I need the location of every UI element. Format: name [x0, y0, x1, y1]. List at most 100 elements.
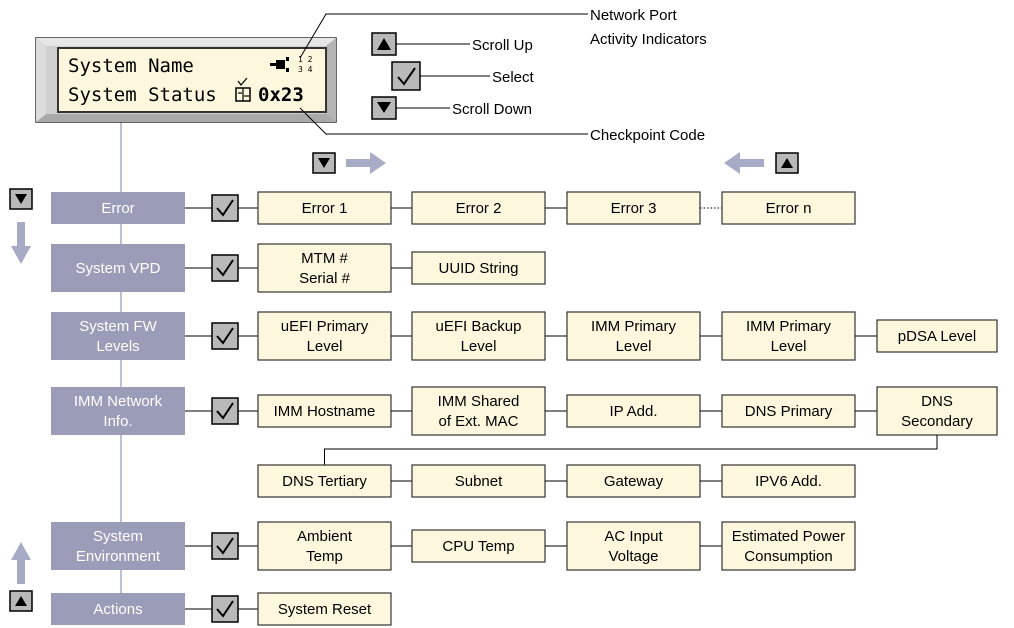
menu-item-label: Serial #	[299, 270, 351, 287]
menu-item-box[interactable]	[876, 319, 998, 353]
menu-item-label: IMM Primary	[591, 318, 676, 335]
menu-item-box[interactable]	[566, 464, 701, 498]
scroll-down-button[interactable]	[371, 96, 397, 120]
port-numbers-bottom: 3 4	[298, 65, 313, 74]
wrap-connector	[324, 435, 938, 465]
network-port-label-1: Network Port	[590, 7, 678, 24]
menu-item-label: Error n	[766, 200, 812, 217]
up-arrow-icon	[11, 542, 31, 584]
select-label: Select	[492, 69, 535, 86]
network-port-leader	[299, 13, 588, 59]
nav-down-button-left	[9, 188, 33, 210]
up-triangle-icon	[15, 596, 27, 606]
menu-item-label: uEFI Primary	[281, 318, 369, 335]
menu-item-label: Voltage	[608, 548, 658, 565]
menu-item-label: DNS	[921, 393, 953, 410]
menu-item-box[interactable]	[721, 191, 856, 225]
category-label: Environment	[76, 548, 161, 565]
menu-item-label: Subnet	[455, 473, 503, 490]
menu-item-label: IP Add.	[609, 403, 657, 420]
menu-item-label: IMM Shared	[438, 393, 520, 410]
select-button[interactable]	[211, 322, 239, 350]
menu-item-box[interactable]	[411, 386, 546, 436]
menu-item-label: MTM #	[301, 250, 348, 267]
category-box[interactable]	[51, 387, 185, 435]
category-label: Info.	[103, 413, 132, 430]
select-button[interactable]	[391, 61, 421, 91]
checkmark-icon	[216, 600, 234, 618]
checkpoint-leader	[299, 107, 588, 135]
menu-item-label: Error 2	[456, 200, 502, 217]
down-arrow-icon	[11, 222, 31, 264]
scroll-down-label: Scroll Down	[452, 101, 532, 118]
menu-item-box[interactable]	[257, 592, 392, 626]
select-button[interactable]	[211, 397, 239, 425]
menu-item-box[interactable]	[721, 464, 856, 498]
menu-item-box[interactable]	[411, 251, 546, 285]
down-triangle-icon	[15, 194, 27, 204]
menu-item-box[interactable]	[257, 243, 392, 293]
category-label: System	[93, 528, 143, 545]
menu-item-label: Gateway	[604, 473, 664, 490]
up-triangle-icon	[781, 158, 793, 168]
category-label: IMM Network	[74, 393, 163, 410]
down-triangle-icon	[318, 158, 330, 168]
menu-item-label: UUID String	[438, 260, 518, 277]
category-label: Error	[101, 200, 134, 217]
category-box[interactable]	[51, 192, 185, 224]
menu-item-label: Estimated Power	[732, 528, 845, 545]
scroll-up-label: Scroll Up	[472, 37, 533, 54]
right-arrow-icon	[346, 152, 386, 174]
menu-item-box[interactable]	[411, 191, 546, 225]
menu-item-label: Error 1	[302, 200, 348, 217]
lcd-line-system-name: System Name	[68, 55, 194, 77]
category-box[interactable]	[51, 522, 185, 570]
menu-item-box[interactable]	[566, 191, 701, 225]
menu-item-label: Level	[307, 338, 343, 355]
menu-item-label: Consumption	[744, 548, 832, 565]
menu-item-box[interactable]	[566, 311, 701, 361]
category-label: Levels	[96, 338, 139, 355]
menu-item-box[interactable]	[876, 386, 998, 436]
menu-item-label: Error 3	[611, 200, 657, 217]
scroll-up-button[interactable]	[371, 32, 397, 56]
checkmark-icon	[216, 327, 234, 345]
menu-item-box[interactable]	[257, 521, 392, 571]
nav-up-button-top	[775, 152, 799, 174]
menu-item-label: Secondary	[901, 413, 973, 430]
menu-item-box[interactable]	[566, 521, 701, 571]
category-box[interactable]	[51, 312, 185, 360]
scroll-up-icon	[377, 38, 391, 50]
select-button[interactable]	[211, 194, 239, 222]
select-button[interactable]	[211, 595, 239, 623]
menu-item-label: Level	[771, 338, 807, 355]
menu-item-box[interactable]	[411, 311, 546, 361]
select-button[interactable]	[211, 532, 239, 560]
checkmark-icon	[397, 67, 416, 86]
menu-item-box[interactable]	[566, 394, 701, 428]
menu-item-box[interactable]	[257, 191, 392, 225]
category-box[interactable]	[51, 244, 185, 292]
menu-item-box[interactable]	[257, 394, 392, 428]
left-arrow-icon	[724, 152, 764, 174]
menu-item-box[interactable]	[721, 521, 856, 571]
menu-row: Error Error 1 Error 2 Error 3 Error n	[51, 191, 856, 225]
menu-item-label: DNS Tertiary	[282, 473, 367, 490]
menu-item-label: IMM Primary	[746, 318, 831, 335]
menu-item-label: IPV6 Add.	[755, 473, 822, 490]
select-button[interactable]	[211, 254, 239, 282]
nav-up-button-left	[9, 590, 33, 612]
category-box[interactable]	[51, 593, 185, 625]
port-numbers-top: 1 2	[298, 55, 313, 64]
menu-item-box[interactable]	[411, 529, 546, 563]
lcd-line-system-status: System Status	[68, 84, 217, 106]
lcd-checkpoint-code: 0x23	[258, 84, 304, 106]
checkmark-icon	[216, 537, 234, 555]
menu-item-label: Level	[616, 338, 652, 355]
menu-item-label: uEFI Backup	[436, 318, 522, 335]
menu-item-label: System Reset	[278, 601, 372, 618]
category-label: System VPD	[75, 260, 160, 277]
menu-item-box[interactable]	[257, 311, 392, 361]
